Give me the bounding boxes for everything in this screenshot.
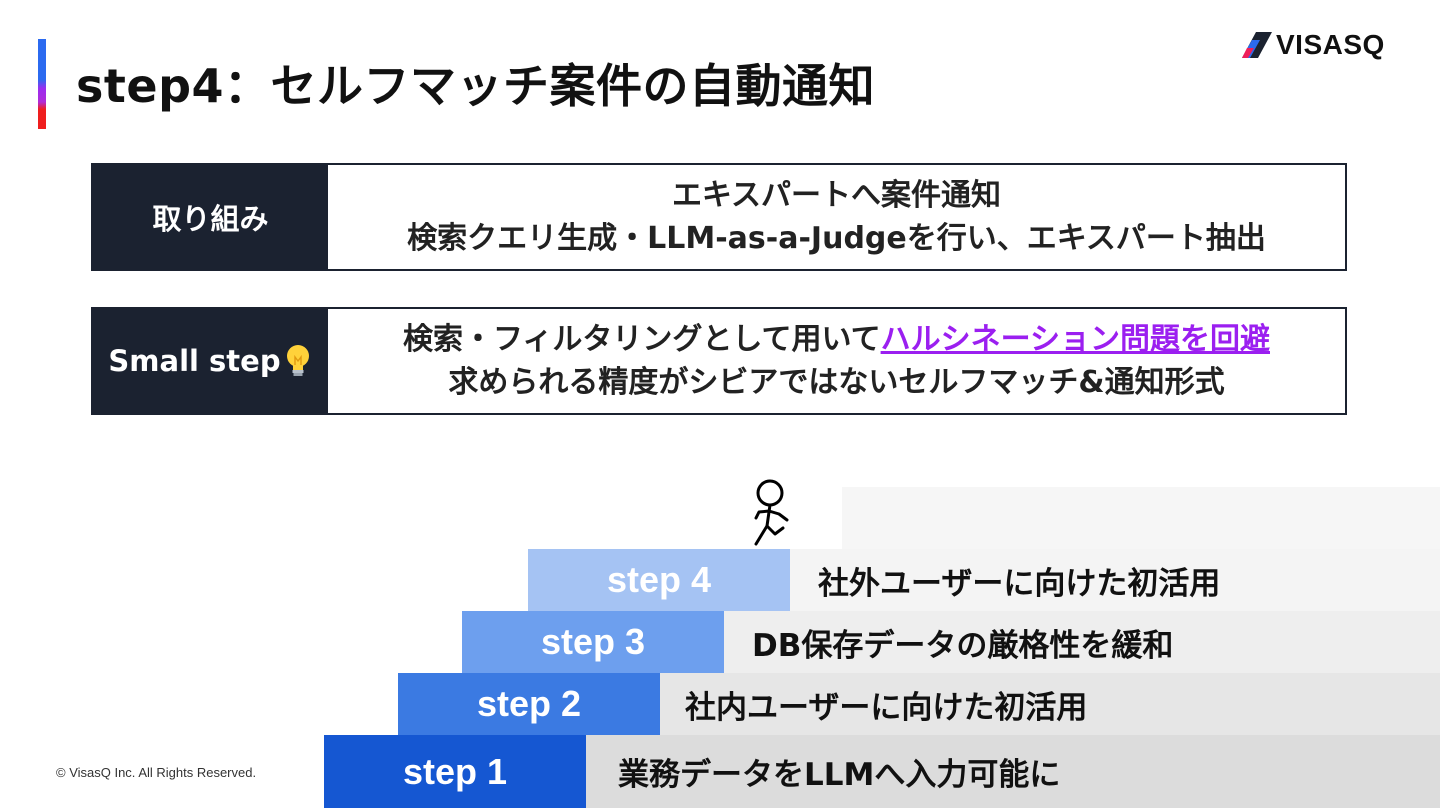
small-step-line-2: 求められる精度がシビアではないセルフマッチ&通知形式 (448, 365, 1225, 400)
small-step-label: Small step (108, 344, 281, 378)
small-step-label-cell: Small step (93, 309, 328, 413)
logo-text: VISASQ (1276, 29, 1385, 60)
step-2-block: step 2 (398, 673, 660, 735)
small-step-line-1: 検索・フィルタリングとして用いてハルシネーション問題を回避 (403, 318, 1270, 361)
approach-box: 取り組み エキスパートへ案件通知 検索クエリ生成・LLM-as-a-Judgeを… (91, 163, 1347, 271)
approach-line-1: エキスパートへ案件通知 (671, 178, 1002, 213)
approach-label: 取り組み (93, 165, 328, 269)
title-accent-bar (38, 39, 46, 129)
approach-line-2: 検索クエリ生成・LLM-as-a-Judgeを行い、エキスパート抽出 (407, 221, 1266, 256)
step-4-block: step 4 (528, 549, 790, 611)
lightbulb-icon (286, 345, 309, 376)
step-4-description: 社外ユーザーに向けた初活用 (818, 565, 1221, 602)
step-3-block: step 3 (462, 611, 724, 673)
step-2-description: 社内ユーザーに向けた初活用 (685, 689, 1088, 726)
top-ledge (842, 487, 1440, 549)
stair-step-1: step 1 業務データをLLMへ入力可能に (324, 735, 1440, 808)
page-title: step4：セルフマッチ案件の自動通知 (76, 59, 876, 113)
stair-step-3: step 3 DB保存データの厳格性を緩和 (462, 611, 1440, 673)
step-3-description: DB保存データの厳格性を緩和 (752, 627, 1174, 664)
approach-content: エキスパートへ案件通知 検索クエリ生成・LLM-as-a-Judgeを行い、エキ… (328, 165, 1345, 269)
step-1-block: step 1 (324, 735, 586, 808)
stair-step-4: step 4 社外ユーザーに向けた初活用 (528, 549, 1440, 611)
small-step-content: 検索・フィルタリングとして用いてハルシネーション問題を回避 求められる精度がシビ… (328, 309, 1345, 413)
step-1-description: 業務データをLLMへ入力可能に (618, 757, 1061, 793)
visasq-slash-icon (1242, 32, 1272, 58)
stair-step-2: step 2 社内ユーザーに向けた初活用 (398, 673, 1440, 735)
small-step-line-1-text: 検索・フィルタリングとして用いて (402, 322, 881, 357)
small-step-box: Small step 検索・フィルタリングとして用いてハルシネーション問題を回避… (91, 307, 1347, 415)
stick-figure-icon (754, 479, 789, 546)
copyright-text: © VisasQ Inc. All Rights Reserved. (56, 765, 257, 780)
company-logo: VISASQ (1242, 29, 1402, 60)
hallucination-highlight: ハルシネーション問題を回避 (880, 322, 1270, 357)
